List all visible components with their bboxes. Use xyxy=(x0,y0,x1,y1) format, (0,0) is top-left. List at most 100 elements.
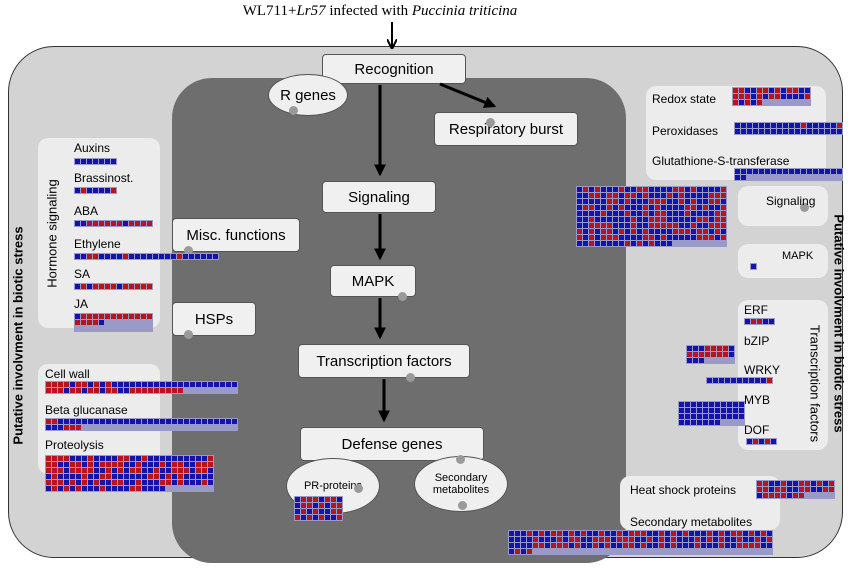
heatmap-cell xyxy=(99,254,104,259)
heatmap-cell xyxy=(46,474,51,479)
heatmap-cell xyxy=(789,129,794,134)
heatmap-cell xyxy=(58,425,63,430)
heatmap-cell xyxy=(679,223,684,228)
heatmap-cell xyxy=(178,480,183,485)
heatmap-cell xyxy=(589,235,594,240)
heatmap-cell xyxy=(709,205,714,210)
heatmap-cell xyxy=(154,419,159,424)
heatmap-cell xyxy=(607,199,612,204)
heatmap-cell xyxy=(595,193,600,198)
heatmap-cell xyxy=(58,388,63,393)
heatmap-cell xyxy=(583,223,588,228)
heatmap-cell xyxy=(775,487,780,492)
heatmap-cell xyxy=(775,88,780,93)
heatmap-cell xyxy=(184,480,189,485)
heatmap-cell xyxy=(691,217,696,222)
heatmap-cell xyxy=(775,481,780,486)
heatmap-cell xyxy=(619,211,624,216)
heatmap-cell xyxy=(112,456,117,461)
heatmap-cell xyxy=(661,193,666,198)
heatmap-cell xyxy=(739,414,744,419)
heatmap-cell xyxy=(100,456,105,461)
heatmap-cell xyxy=(665,531,670,536)
heatmap-cell xyxy=(166,419,171,424)
heatmap-cell xyxy=(691,223,696,228)
heatmap-cell xyxy=(583,193,588,198)
heatmap-cell xyxy=(88,474,93,479)
heatmap-cell xyxy=(130,480,135,485)
heatmap-cell xyxy=(208,468,213,473)
misc-functions-dot xyxy=(184,246,193,255)
heatmap-cell xyxy=(691,205,696,210)
heatmap-cell xyxy=(177,254,182,259)
heatmap-cell xyxy=(142,486,147,491)
heatmap-cell xyxy=(631,217,636,222)
heatmap-cell xyxy=(52,480,57,485)
heatmap-cell xyxy=(703,193,708,198)
heatmap-cell xyxy=(117,221,122,226)
heatmap-cell xyxy=(649,217,654,222)
heatmap-cell xyxy=(735,169,740,174)
heatmap-cell xyxy=(625,217,630,222)
heatmap-cell xyxy=(190,474,195,479)
heatmap-cell xyxy=(58,486,63,491)
heatmap-cell xyxy=(781,493,786,498)
heatmap-cell xyxy=(691,420,696,425)
heatmap-cell xyxy=(142,480,147,485)
recognition-box: Recognition xyxy=(322,54,466,84)
heatmap-cell xyxy=(789,169,794,174)
heatmap-cell xyxy=(629,543,634,548)
heatmap-cell xyxy=(679,402,684,407)
heatmap-cell xyxy=(295,503,300,508)
heatmap-cell xyxy=(159,254,164,259)
secondary-metabolites-dot xyxy=(458,501,467,510)
heatmap-cell xyxy=(667,229,672,234)
heatmap-cell xyxy=(713,537,718,542)
heatmap-cell xyxy=(721,205,726,210)
diagram-title: WL711+Lr57 infected with Puccinia tritic… xyxy=(242,3,518,19)
heatmap-cell xyxy=(693,358,698,363)
heatmap-cell xyxy=(721,193,726,198)
heatmap-cell xyxy=(655,199,660,204)
heatmap-cell xyxy=(301,497,306,502)
heatmap-cell xyxy=(671,531,676,536)
heatmap-cell xyxy=(623,537,628,542)
heatmap-cell xyxy=(208,462,213,467)
heatmap-cell xyxy=(655,241,660,246)
heatmap-cell xyxy=(697,235,702,240)
heatmap-cell xyxy=(637,187,642,192)
heatmap-cell xyxy=(154,456,159,461)
heatmap-cell xyxy=(557,531,562,536)
heatmap-cell xyxy=(795,129,800,134)
heatmap-cell xyxy=(625,205,630,210)
heatmap-cell xyxy=(713,378,718,383)
heatmap-cell xyxy=(631,187,636,192)
heatmap-cell xyxy=(319,497,324,502)
heatmap-cell xyxy=(647,537,652,542)
heatmap-cell xyxy=(771,129,776,134)
heatmap-cell xyxy=(719,537,724,542)
heatmap-cell xyxy=(759,439,764,444)
heatmap-cell xyxy=(659,543,664,548)
heatmap-cell xyxy=(721,217,726,222)
heatmap-cell xyxy=(130,388,135,393)
heatmap-cell xyxy=(105,221,110,226)
heatmap-cell xyxy=(673,211,678,216)
heatmap-cell xyxy=(148,456,153,461)
heatmap-cell xyxy=(112,419,117,424)
heatmap-cell xyxy=(533,537,538,542)
heatmap-cell xyxy=(160,468,165,473)
heatmap-cell xyxy=(601,193,606,198)
heatmap-cell xyxy=(94,388,99,393)
hormone-signaling-panel xyxy=(38,138,160,328)
heatmap-cell xyxy=(82,456,87,461)
right-mapk-label: MAPK xyxy=(782,250,814,262)
heatmap-cell xyxy=(99,284,104,289)
heatmap-cell xyxy=(319,503,324,508)
heatmap-cell xyxy=(70,425,75,430)
heatmap-cell xyxy=(325,503,330,508)
heatmap-cell xyxy=(100,480,105,485)
heatmap-cell xyxy=(655,211,660,216)
heatmap-cell xyxy=(781,487,786,492)
